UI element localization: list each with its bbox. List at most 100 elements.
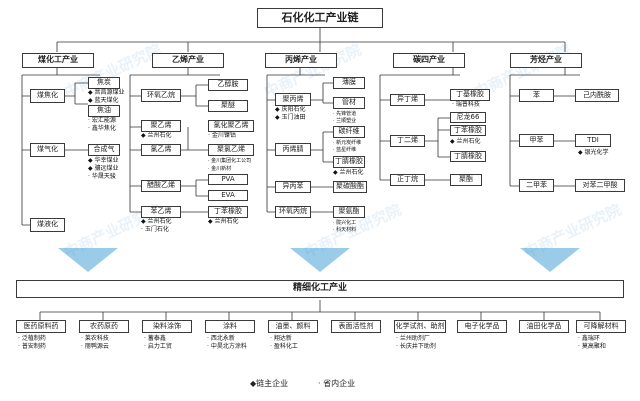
c4-sbr: 丁苯橡胶 xyxy=(450,125,486,136)
tdi: TDI xyxy=(575,134,611,147)
xylene: 二甲苯 xyxy=(519,179,554,192)
isobutylene: 异丁烯 xyxy=(390,94,425,106)
polyether: 聚醚 xyxy=(208,100,248,112)
company-note: · 鑫瑞环 xyxy=(578,335,600,342)
company-note: · 莱农科技 xyxy=(81,335,109,342)
company-note: · 科天材料 xyxy=(333,227,357,233)
caprolactam: 己内酰胺 xyxy=(575,89,619,102)
butyl-rubber: 丁基橡胶 xyxy=(450,89,490,101)
styrene: 苯乙烯 xyxy=(141,206,181,218)
company-note: · 玉门石化 xyxy=(141,226,169,233)
fine-item: 表面活性剂 xyxy=(331,320,381,333)
company-note: ◆ 骧远煤业 xyxy=(88,165,119,172)
pvc: 聚氯乙烯 xyxy=(208,144,254,156)
company-note: · 兰顺塑业 xyxy=(333,118,357,124)
coke: 焦炭 xyxy=(88,77,120,89)
page-title: 石化化工产业链 xyxy=(257,8,383,28)
ethanolamine: 乙醇胺 xyxy=(208,79,248,91)
company-note: · 盈科化工 xyxy=(270,343,298,350)
nylon66: 尼龙66 xyxy=(450,112,486,123)
carbon-fiber: 碳纤维 xyxy=(333,126,365,138)
acrylonitrile: 丙烯腈 xyxy=(275,143,311,156)
company-note: · 新元炭纤维 xyxy=(333,140,362,146)
fine-item: 油田化学品 xyxy=(519,320,569,333)
fine-item: 可降解材料 xyxy=(576,320,626,333)
company-note: · 兰州助剂厂 xyxy=(396,335,430,342)
propylene-oxide: 环氧丙烷 xyxy=(275,206,311,218)
nbr: 丁腈橡胶 xyxy=(333,156,365,168)
polyester: 聚酯 xyxy=(450,174,482,186)
chlorinated-polyethylene: 氯化聚乙烯 xyxy=(208,120,254,132)
company-note: · 莫高聚和 xyxy=(578,343,606,350)
n-butane: 正丁烷 xyxy=(390,174,425,186)
company-note: · 启力工贸 xyxy=(144,343,172,350)
coal-liquefaction: 煤液化 xyxy=(30,218,65,232)
company-note: · 金川新材 xyxy=(208,166,232,172)
fine-item: 化学试剂、助剂 xyxy=(394,320,446,333)
company-note: ◆ 玉门油田 xyxy=(275,114,306,121)
company-note: · 瑞普科技 xyxy=(452,101,480,108)
company-note: ◆ 兰州石化 xyxy=(141,218,172,225)
polyethylene: 聚乙烯 xyxy=(141,120,181,132)
fine-chemicals-bar: 精细化工产业 xyxy=(16,280,624,298)
cumene: 异丙苯 xyxy=(275,181,311,193)
company-note: ◆ 华幸煤业 xyxy=(88,157,119,164)
chain-c4: 碳四产业 xyxy=(393,53,465,68)
company-note: · 先锋管道 xyxy=(333,111,357,117)
down-arrows xyxy=(58,248,580,272)
legend-chain-leader: ◆链主企业 xyxy=(250,379,289,388)
sbr: 丁苯橡胶 xyxy=(208,206,248,218)
company-note: ◆ 庆阳石化 xyxy=(275,106,306,113)
butadiene: 丁二烯 xyxy=(390,135,425,147)
company-note: · 陇兴化工 xyxy=(333,220,357,226)
coal-coking: 煤焦化 xyxy=(30,89,65,103)
company-note: ◆ 兰州石化 xyxy=(141,132,172,139)
polycarbonate: 聚碳酸酯 xyxy=(333,181,367,193)
fine-item: 电子化学品 xyxy=(457,320,507,333)
company-note: ◆ 银光化学 xyxy=(578,149,609,156)
company-note: · 中昊北方涂料 xyxy=(207,343,247,350)
vinyl-chloride: 氯乙烯 xyxy=(141,144,181,156)
pta: 对苯二甲酸 xyxy=(575,179,625,192)
company-note: ◆ 蓝天煤化 xyxy=(88,97,119,104)
company-note: · 长庆井下助剂 xyxy=(396,343,436,350)
chain-propylene: 丙烯产业 xyxy=(265,53,337,68)
company-note: · 蓝星纤维 xyxy=(333,147,357,153)
company-note: · 华晟天骏 xyxy=(88,173,116,180)
company-note: ◆ 晋昌源煤业 xyxy=(88,89,125,96)
polyurethane: 聚氨酯 xyxy=(333,206,365,218)
company-note: ◆ 兰州石化 xyxy=(450,138,481,145)
legend-province-enterprise: · 省内企业 xyxy=(318,379,356,388)
toluene: 甲苯 xyxy=(519,134,554,147)
polypropylene: 聚丙烯 xyxy=(275,93,311,106)
pva: PVA xyxy=(208,174,248,185)
company-note: · 金川集团化工公司 xyxy=(208,158,252,164)
company-note: · 普安制药 xyxy=(18,343,46,350)
company-note: · 宏汇能源 xyxy=(88,117,116,124)
company-note: · 蓄泰鑫 xyxy=(144,335,166,342)
fine-item: 农药原药 xyxy=(79,320,129,333)
fine-item: 染料涂饰 xyxy=(142,320,192,333)
chain-ethylene: 乙烯产业 xyxy=(152,53,224,68)
company-note: · 丽鸭源云 xyxy=(81,343,109,350)
company-note: · 泛植制药 xyxy=(18,335,46,342)
company-note: · 西北永新 xyxy=(207,335,235,342)
ethylene-oxide: 环氧乙烷 xyxy=(141,89,181,102)
eva: EVA xyxy=(208,190,248,201)
benzene: 苯 xyxy=(519,89,554,102)
chain-aromatics: 芳烃产业 xyxy=(510,53,582,68)
company-note: ◆ 兰州石化 xyxy=(208,218,239,225)
chain-coal: 煤化工产业 xyxy=(22,53,94,68)
c4-nbr: 丁腈橡胶 xyxy=(450,151,486,162)
company-note: ◆ 兰州石化 xyxy=(333,169,364,176)
pipe: 管材 xyxy=(333,97,365,109)
vinyl-acetate: 醋酸乙烯 xyxy=(141,180,181,192)
tar: 焦油 xyxy=(88,105,120,117)
fine-item: 油墨、颜料 xyxy=(268,320,318,333)
coal-gasification: 煤气化 xyxy=(30,143,65,157)
fine-item: 涂料 xyxy=(205,320,255,333)
company-note: · 翔达新 xyxy=(270,335,292,342)
film: 薄膜 xyxy=(333,77,365,89)
